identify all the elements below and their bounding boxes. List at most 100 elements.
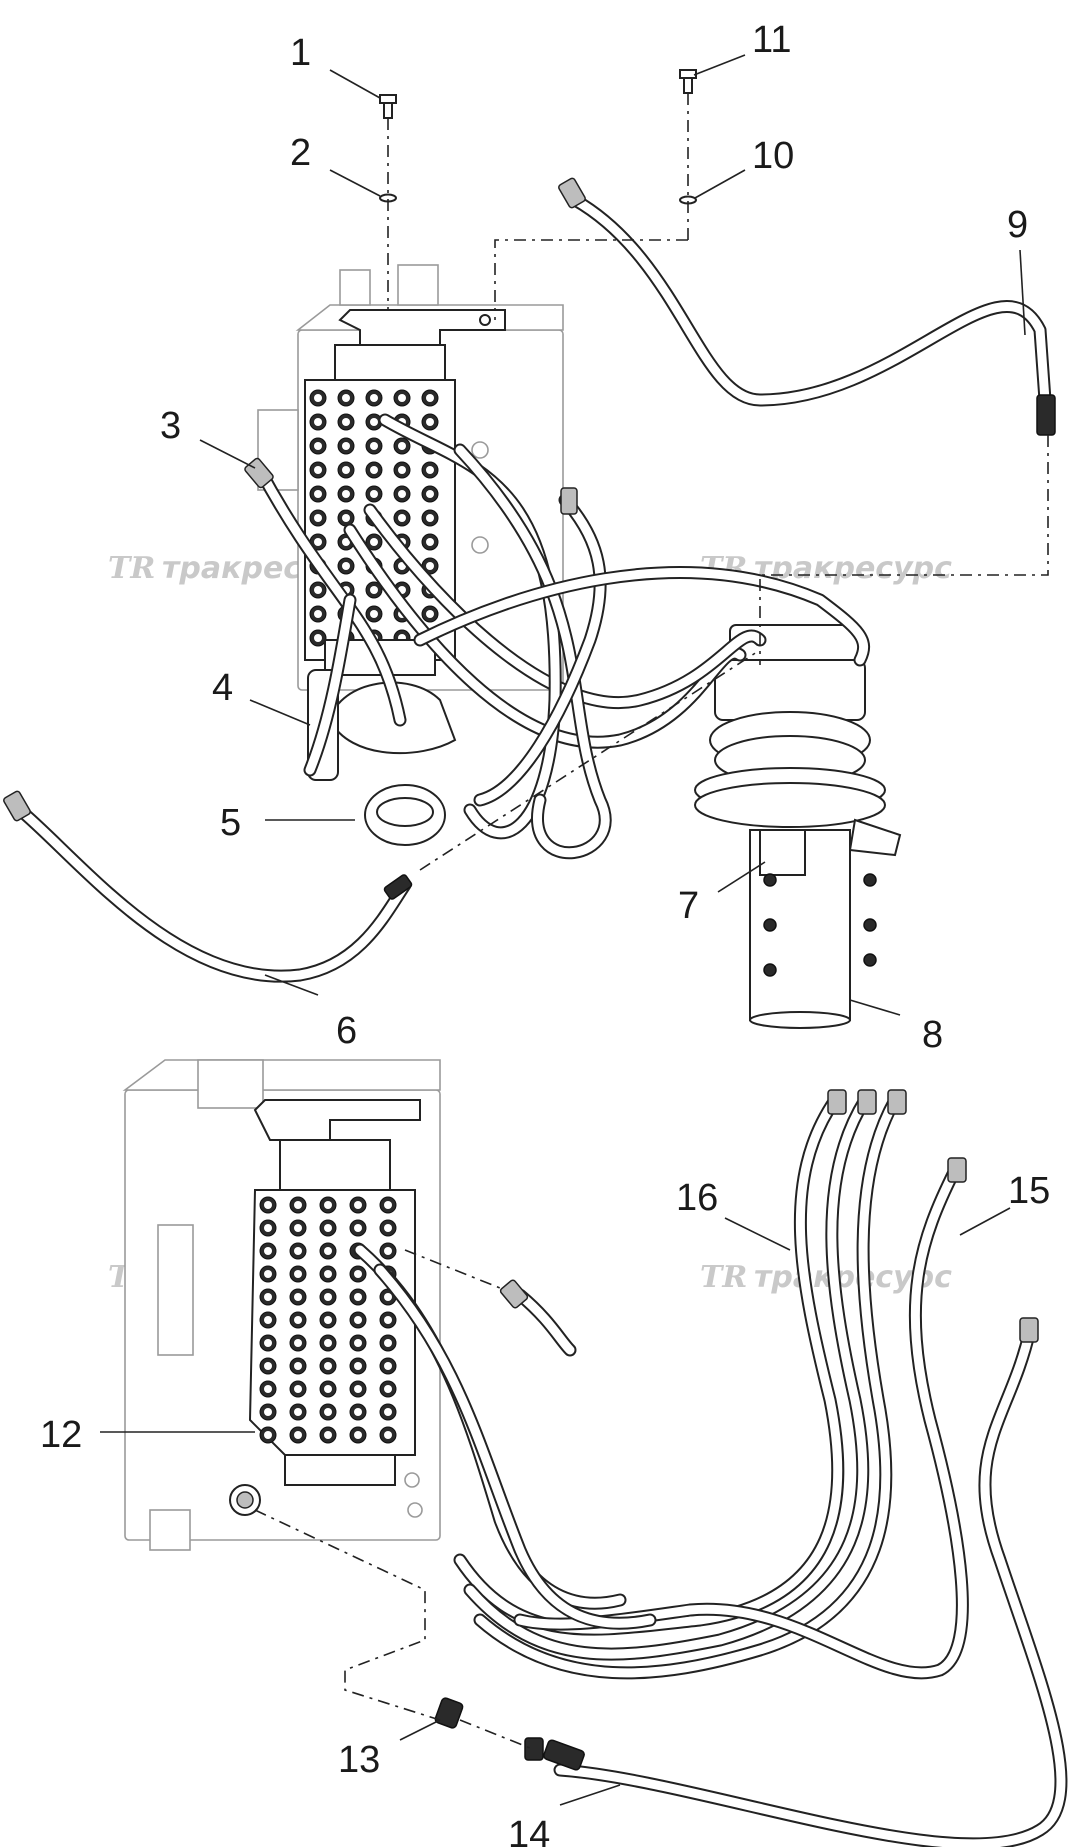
valve-port-center bbox=[314, 514, 322, 522]
leader-lines bbox=[100, 54, 1026, 1806]
valve-port-center bbox=[264, 1247, 272, 1255]
valve-port-center bbox=[324, 1293, 332, 1301]
valve-port-center bbox=[324, 1224, 332, 1232]
callout-16: 16 bbox=[676, 1177, 718, 1219]
callout-15: 15 bbox=[1008, 1170, 1050, 1212]
valve-port-center bbox=[294, 1293, 302, 1301]
valve-port-center bbox=[314, 586, 322, 594]
valve-port-center bbox=[342, 562, 350, 570]
valve-port-center bbox=[370, 418, 378, 426]
callout-1: 1 bbox=[290, 32, 311, 74]
fittings-lower bbox=[499, 1089, 1039, 1771]
callout-4: 4 bbox=[212, 667, 233, 709]
mounting-bracket-upper bbox=[338, 309, 506, 346]
valve-port-center bbox=[342, 442, 350, 450]
valve-port-center bbox=[398, 490, 406, 498]
valve-port-center bbox=[264, 1385, 272, 1393]
valve-port-center bbox=[384, 1431, 392, 1439]
valve-port-center bbox=[342, 538, 350, 546]
valve-port-center bbox=[384, 1339, 392, 1347]
callout-9: 9 bbox=[1007, 204, 1028, 246]
valve-port-center bbox=[264, 1316, 272, 1324]
valve-port-center bbox=[354, 1385, 362, 1393]
control-valve-upper bbox=[304, 344, 456, 676]
valve-port-center bbox=[294, 1385, 302, 1393]
valve-port-center bbox=[384, 1362, 392, 1370]
valve-port-center bbox=[354, 1270, 362, 1278]
valve-port-center bbox=[324, 1270, 332, 1278]
callout-5: 5 bbox=[220, 802, 241, 844]
valve-port-center bbox=[264, 1224, 272, 1232]
valve-port-center bbox=[342, 418, 350, 426]
bolt-1 bbox=[379, 94, 397, 119]
valve-port-center bbox=[370, 586, 378, 594]
valve-port-center bbox=[314, 538, 322, 546]
valve-port-center bbox=[314, 634, 322, 642]
swivel-joint bbox=[749, 829, 877, 1029]
valve-port-center bbox=[294, 1339, 302, 1347]
callout-6: 6 bbox=[336, 1010, 357, 1052]
assembly-lines-lower bbox=[254, 1249, 531, 1749]
adapter-13 bbox=[434, 1697, 464, 1729]
valve-port-center bbox=[264, 1431, 272, 1439]
valve-port-center bbox=[264, 1293, 272, 1301]
valve-port-center bbox=[354, 1362, 362, 1370]
valve-port-center bbox=[342, 394, 350, 402]
valve-port-center bbox=[370, 610, 378, 618]
hoses-upper bbox=[13, 193, 1052, 983]
assembly-lines-upper bbox=[387, 93, 1049, 871]
valve-port-center bbox=[370, 394, 378, 402]
valve-port-center bbox=[426, 490, 434, 498]
valve-port-center bbox=[264, 1362, 272, 1370]
valve-port-center bbox=[324, 1408, 332, 1416]
valve-port-center bbox=[384, 1293, 392, 1301]
valve-port-center bbox=[398, 394, 406, 402]
valve-port-center bbox=[398, 514, 406, 522]
swing-motor bbox=[694, 624, 902, 857]
callout-11: 11 bbox=[752, 19, 791, 61]
callout-3: 3 bbox=[160, 405, 181, 447]
valve-port-center bbox=[324, 1431, 332, 1439]
valve-port-center bbox=[324, 1201, 332, 1209]
valve-port-center bbox=[294, 1316, 302, 1324]
valve-port-center bbox=[426, 514, 434, 522]
valve-port-center bbox=[384, 1224, 392, 1232]
valve-port-center bbox=[384, 1247, 392, 1255]
valve-port-center bbox=[354, 1293, 362, 1301]
valve-port-center bbox=[342, 466, 350, 474]
valve-port-center bbox=[314, 394, 322, 402]
callout-13: 13 bbox=[338, 1739, 380, 1781]
valve-port-center bbox=[294, 1224, 302, 1232]
valve-port-center bbox=[370, 442, 378, 450]
valve-port-center bbox=[426, 538, 434, 546]
valve-port-center bbox=[294, 1270, 302, 1278]
valve-port-center bbox=[398, 442, 406, 450]
valve-port-center bbox=[384, 1201, 392, 1209]
valve-port-center bbox=[264, 1270, 272, 1278]
valve-port-center bbox=[324, 1247, 332, 1255]
valve-port-center bbox=[314, 418, 322, 426]
valve-port-center bbox=[342, 514, 350, 522]
valve-port-center bbox=[370, 466, 378, 474]
bolt-11 bbox=[679, 69, 697, 94]
valve-port-center bbox=[354, 1431, 362, 1439]
valve-port-center bbox=[426, 418, 434, 426]
valve-port-center bbox=[314, 466, 322, 474]
valve-port-center bbox=[294, 1201, 302, 1209]
callout-10: 10 bbox=[752, 135, 794, 177]
valve-port-center bbox=[426, 394, 434, 402]
valve-port-center bbox=[426, 562, 434, 570]
callout-14: 14 bbox=[508, 1814, 550, 1847]
valve-port-center bbox=[398, 466, 406, 474]
valve-port-center bbox=[384, 1385, 392, 1393]
valve-port-center bbox=[354, 1339, 362, 1347]
valve-port-center bbox=[314, 442, 322, 450]
valve-port-center bbox=[324, 1385, 332, 1393]
valve-port-center bbox=[324, 1316, 332, 1324]
watermark-brand: тракресурс bbox=[754, 551, 952, 586]
valve-port-center bbox=[314, 610, 322, 618]
valve-port-center bbox=[354, 1224, 362, 1232]
watermark-logo: TR bbox=[700, 1260, 747, 1295]
callout-labels: 1 2 3 4 5 6 7 8 9 10 11 12 13 14 15 16 bbox=[40, 19, 1050, 1847]
